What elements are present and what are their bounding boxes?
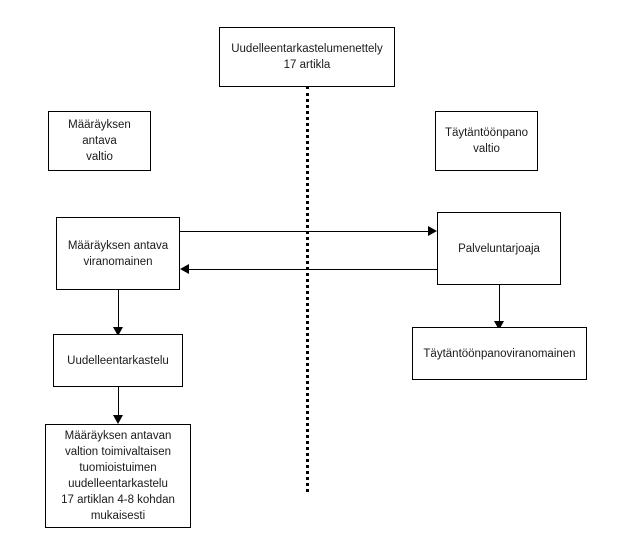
- node-review-procedure-title-label: Uudelleentarkastelumenettely 17 artikla: [231, 43, 383, 71]
- node-service-provider: Palveluntarjoaja: [437, 212, 561, 285]
- connector-authority-to-review-line: [118, 290, 119, 330]
- connector-authority-to-provider-line: [180, 231, 428, 232]
- connector-authority-to-provider-arrowhead: [428, 226, 437, 236]
- node-enforcement-authority: Täytäntöönpanoviranomainen: [412, 327, 587, 380]
- node-issuing-authority-label: Määräyksen antava viranomainen: [67, 239, 169, 268]
- node-court-review: Määräyksen antavan valtion toimivaltaise…: [45, 424, 191, 528]
- connector-provider-to-enforcement-arrowhead: [494, 321, 504, 330]
- connector-authority-to-review-arrowhead: [113, 327, 123, 336]
- node-executing-state: Täytäntöönpano valtio: [435, 111, 538, 171]
- vertical-dotted-divider: [306, 86, 309, 492]
- connector-provider-to-authority-line: [189, 269, 437, 270]
- connector-review-to-court-line: [118, 387, 119, 418]
- node-issuing-state-label: Määräyksen antava valtio: [68, 119, 131, 163]
- node-review-label: Uudelleentarkastelu: [67, 354, 169, 367]
- node-enforcement-authority-label: Täytäntöönpanoviranomainen: [423, 347, 576, 360]
- node-court-review-label: Määräyksen antavan valtion toimivaltaise…: [61, 430, 175, 522]
- node-review: Uudelleentarkastelu: [53, 334, 183, 387]
- connector-provider-to-enforcement-line: [499, 285, 500, 325]
- node-review-procedure-title: Uudelleentarkastelumenettely 17 artikla: [219, 27, 395, 87]
- node-service-provider-label: Palveluntarjoaja: [458, 242, 540, 255]
- node-executing-state-label: Täytäntöönpano valtio: [444, 127, 529, 155]
- connector-review-to-court-arrowhead: [113, 415, 123, 424]
- node-issuing-authority: Määräyksen antava viranomainen: [56, 217, 180, 290]
- node-issuing-state: Määräyksen antava valtio: [48, 111, 151, 171]
- connector-provider-to-authority-arrowhead: [180, 264, 189, 274]
